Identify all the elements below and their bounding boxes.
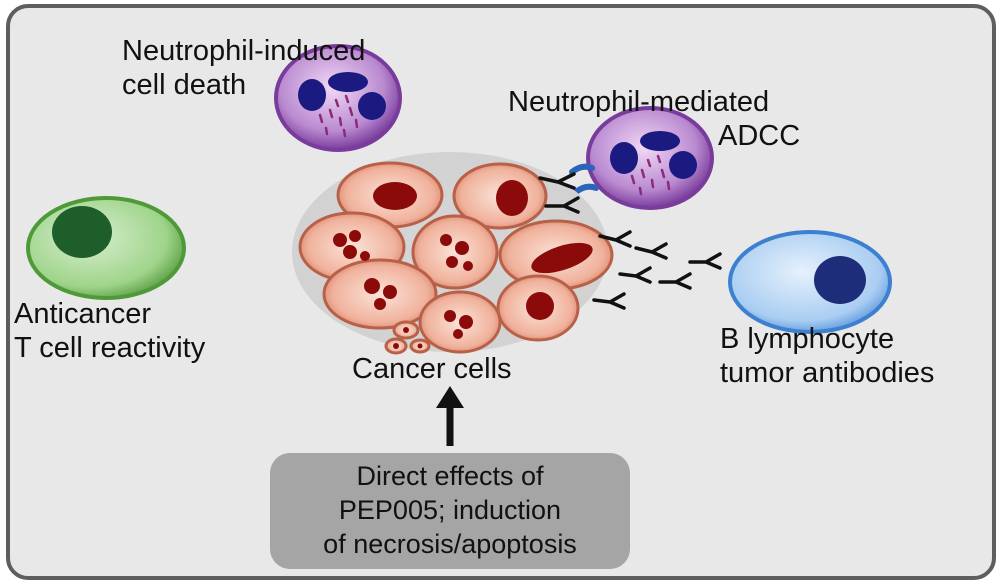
neutrophil-icon xyxy=(586,106,714,210)
label-b-lymphocyte: B lymphocyte tumor antibodies xyxy=(720,323,935,389)
label-neutrophil-induced-death: Neutrophil-induced cell death xyxy=(122,35,366,101)
pep005-effects-box: Direct effects of PEP005; induction of n… xyxy=(270,453,630,569)
antibody-icon xyxy=(538,172,722,310)
t-cell-icon xyxy=(26,196,186,300)
receptor-icon xyxy=(569,163,599,195)
pep005-effects-text: Direct effects of PEP005; induction of n… xyxy=(323,461,577,559)
up-arrow-icon xyxy=(436,386,464,446)
neutrophil-icon xyxy=(274,44,402,152)
b-lymphocyte-icon xyxy=(728,230,892,334)
label-anticancer-t-cell: Anticancer T cell reactivity xyxy=(14,298,206,364)
label-cancer-cells: Cancer cells xyxy=(352,353,512,385)
label-neutrophil-mediated-adcc: Neutrophil-mediated ADCC xyxy=(508,86,801,152)
cancer-cell-cluster-icon xyxy=(292,152,614,355)
